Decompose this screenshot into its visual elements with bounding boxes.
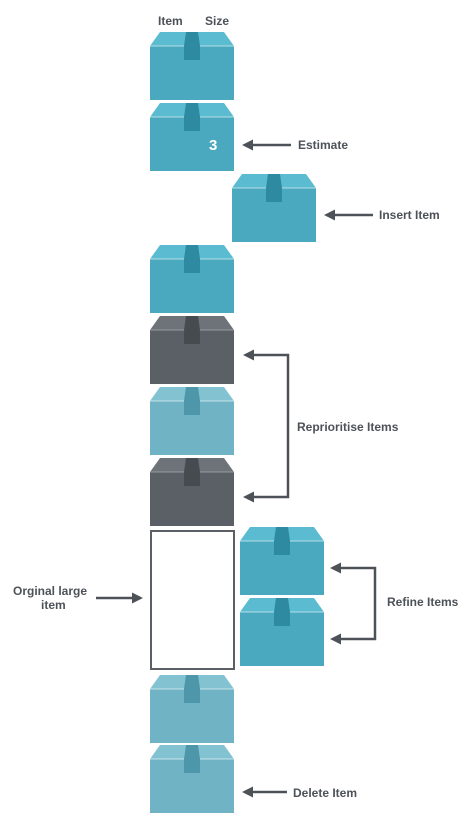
backlog-item-3 [150,245,234,313]
insert-item-arrow [324,209,373,221]
backlog-item-5 [150,387,234,455]
original-large-item-label-line2: item [41,598,66,612]
size-column-header: Size [205,14,229,28]
backlog-item-8 [150,675,234,743]
refine-bracket-arrow [330,562,377,645]
backlog-item-deleted [150,745,234,813]
backlog-item-reprioritised-bottom [150,458,234,526]
refined-item-2 [240,598,324,666]
delete-item-label: Delete Item [293,786,357,800]
item-column-header: Item [158,14,183,28]
original-large-item-outline [150,530,235,670]
original-large-item-arrow [96,592,143,604]
reprioritise-items-label: Reprioritise Items [297,420,399,434]
inserted-item [232,174,316,242]
backlog-item-estimated: 3 [150,103,234,171]
refine-items-label: Refine Items [387,595,459,609]
backlog-item-reprioritised-top [150,316,234,384]
estimate-size-value: 3 [209,137,217,154]
reprioritise-bracket-arrow [243,349,290,503]
insert-item-label: Insert Item [379,208,440,222]
original-large-item-label-line1: Orginal large [13,584,87,598]
backlog-item-1 [150,32,234,100]
estimate-arrow [242,139,291,151]
delete-item-arrow [242,786,287,798]
refined-item-1 [240,527,324,595]
estimate-label: Estimate [298,138,348,152]
